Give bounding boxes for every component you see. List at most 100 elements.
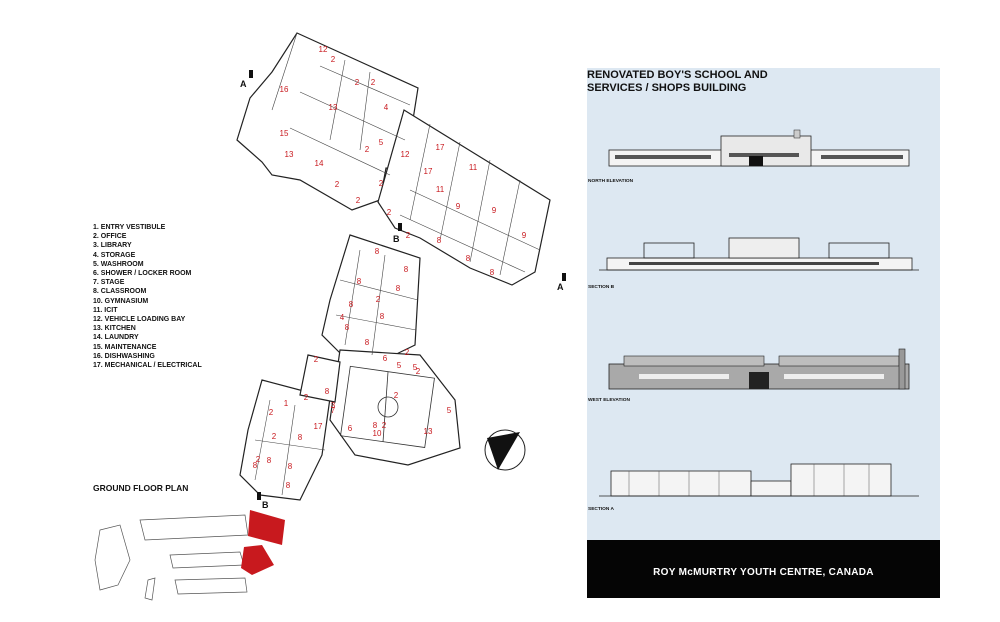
room-number-label: 17 xyxy=(424,167,433,176)
room-number-label: 2 xyxy=(387,208,392,217)
room-number-label: 12 xyxy=(401,150,410,159)
room-number-label: 12 xyxy=(319,45,328,54)
section-b-drawing xyxy=(599,237,919,271)
room-number-label: 11 xyxy=(436,185,445,194)
panel-title: RENOVATED BOY'S SCHOOL AND SERVICES / SH… xyxy=(587,69,787,95)
room-number-label: 8 xyxy=(396,284,401,293)
legend-item: 15. MAINTENANCE xyxy=(93,343,157,351)
elevation-label: SECTION A xyxy=(588,507,614,512)
room-number-label: 8 xyxy=(365,338,370,347)
legend-item: 2. OFFICE xyxy=(93,233,127,241)
room-number-label: 8 xyxy=(357,277,362,286)
room-number-label: 2 xyxy=(406,231,411,240)
legend-item: 13. KITCHEN xyxy=(93,325,136,333)
section-a-marker: A xyxy=(240,79,247,89)
room-number-label: 2 xyxy=(405,348,410,357)
room-number-label: 5 xyxy=(447,406,452,415)
room-number-label: 15 xyxy=(280,129,289,138)
room-number-label: 17 xyxy=(314,422,323,431)
room-number-label: 8 xyxy=(286,481,291,490)
room-number-label: 10 xyxy=(373,429,382,438)
room-number-label: 13 xyxy=(329,103,338,112)
elevation-label: WEST ELEVATION xyxy=(588,398,630,403)
plan-title: GROUND FLOOR PLAN xyxy=(93,483,189,493)
room-number-label: 2 xyxy=(304,393,309,402)
room-number-label: 1 xyxy=(284,399,289,408)
section-b-marker: B xyxy=(262,500,269,510)
legend-item: 12. VEHICLE LOADING BAY xyxy=(93,316,186,324)
room-number-label: 4 xyxy=(340,313,345,322)
room-number-label: 6 xyxy=(383,354,388,363)
section-b-marker: B xyxy=(393,234,400,244)
legend-item: 5. WASHROOM xyxy=(93,260,144,268)
room-number-label: 8 xyxy=(288,462,293,471)
room-number-label: 8 xyxy=(349,300,354,309)
room-number-label: 5 xyxy=(397,361,402,370)
room-number-label: 8 xyxy=(466,254,471,263)
legend-item: 14. LAUNDRY xyxy=(93,334,139,342)
room-number-label: 14 xyxy=(315,159,324,168)
room-number-label: 8 xyxy=(375,247,380,256)
panel-title-line: RENOVATED BOY'S SCHOOL AND xyxy=(587,69,768,81)
room-number-label: 5 xyxy=(413,363,418,372)
room-number-label: 2 xyxy=(382,421,387,430)
legend-item: 7. STAGE xyxy=(93,279,125,287)
legend-item: 10. GYMNASIUM xyxy=(93,297,149,305)
room-number-label: 3 xyxy=(331,401,336,410)
room-number-label: 2 xyxy=(365,145,370,154)
room-number-label: 8 xyxy=(253,461,258,470)
elevations-panel: RENOVATED BOY'S SCHOOL AND SERVICES / SH… xyxy=(587,68,940,598)
elevation-label: NORTH ELEVATION xyxy=(588,179,634,184)
room-number-label: 2 xyxy=(356,196,361,205)
room-number-label: 8 xyxy=(380,312,385,321)
room-number-label: 9 xyxy=(522,231,527,240)
legend-item: 4. STORAGE xyxy=(93,251,136,259)
room-number-label: 2 xyxy=(376,295,381,304)
room-number-label: 9 xyxy=(492,206,497,215)
legend-item: 3. LIBRARY xyxy=(93,242,132,250)
room-number-label: 8 xyxy=(345,323,350,332)
room-number-label: 13 xyxy=(285,150,294,159)
legend-item: 17. MECHANICAL / ELECTRICAL xyxy=(93,362,202,370)
room-number-label: 2 xyxy=(269,408,274,417)
room-number-label: 8 xyxy=(298,433,303,442)
room-number-label: 8 xyxy=(373,421,378,430)
section-a-drawing xyxy=(599,463,919,497)
room-number-label: 8 xyxy=(490,268,495,277)
elevation-label: SECTION B xyxy=(588,285,615,290)
room-number-label: 13 xyxy=(424,427,433,436)
room-number-label: 6 xyxy=(348,424,353,433)
room-number-label: 2 xyxy=(416,367,421,376)
room-legend: 1. ENTRY VESTIBULE 2. OFFICE 3. LIBRARY … xyxy=(93,223,202,370)
legend-item: 11. ICIT xyxy=(93,306,118,314)
section-a-marker: A xyxy=(557,282,564,292)
project-name: ROY McMURTRY YOUTH CENTRE, CANADA xyxy=(653,567,874,578)
legend-item: 6. SHOWER / LOCKER ROOM xyxy=(93,270,192,278)
room-number-label: 5 xyxy=(379,138,384,147)
footer-banner: ROY McMURTRY YOUTH CENTRE, CANADA xyxy=(587,540,940,598)
room-number-label: 2 xyxy=(379,179,384,188)
room-number-label: 4 xyxy=(384,103,389,112)
room-number-label: 7 xyxy=(331,406,336,415)
legend-item: 16. DISHWASHING xyxy=(93,352,155,360)
room-number-label: 2 xyxy=(256,455,261,464)
panel-title-line: SERVICES / SHOPS BUILDING xyxy=(587,82,747,94)
room-number-label: 2 xyxy=(355,78,360,87)
room-number-label: 16 xyxy=(280,85,289,94)
room-number-label: 8 xyxy=(267,456,272,465)
room-number-label: 2 xyxy=(371,78,376,87)
room-number-label: 2 xyxy=(331,55,336,64)
room-number-label: 8 xyxy=(437,236,442,245)
west-elevation-drawing xyxy=(608,348,910,390)
room-number-label: 17 xyxy=(436,143,445,152)
room-number-label: 2 xyxy=(272,432,277,441)
room-number-label: 8 xyxy=(325,387,330,396)
room-number-label: 2 xyxy=(314,355,319,364)
legend-item: 1. ENTRY VESTIBULE xyxy=(93,224,166,231)
room-number-label: 2 xyxy=(394,391,399,400)
north-elevation-drawing xyxy=(608,129,910,167)
room-number-label: 2 xyxy=(335,180,340,189)
north-arrow-icon xyxy=(484,429,526,471)
room-number-label: 9 xyxy=(456,202,461,211)
